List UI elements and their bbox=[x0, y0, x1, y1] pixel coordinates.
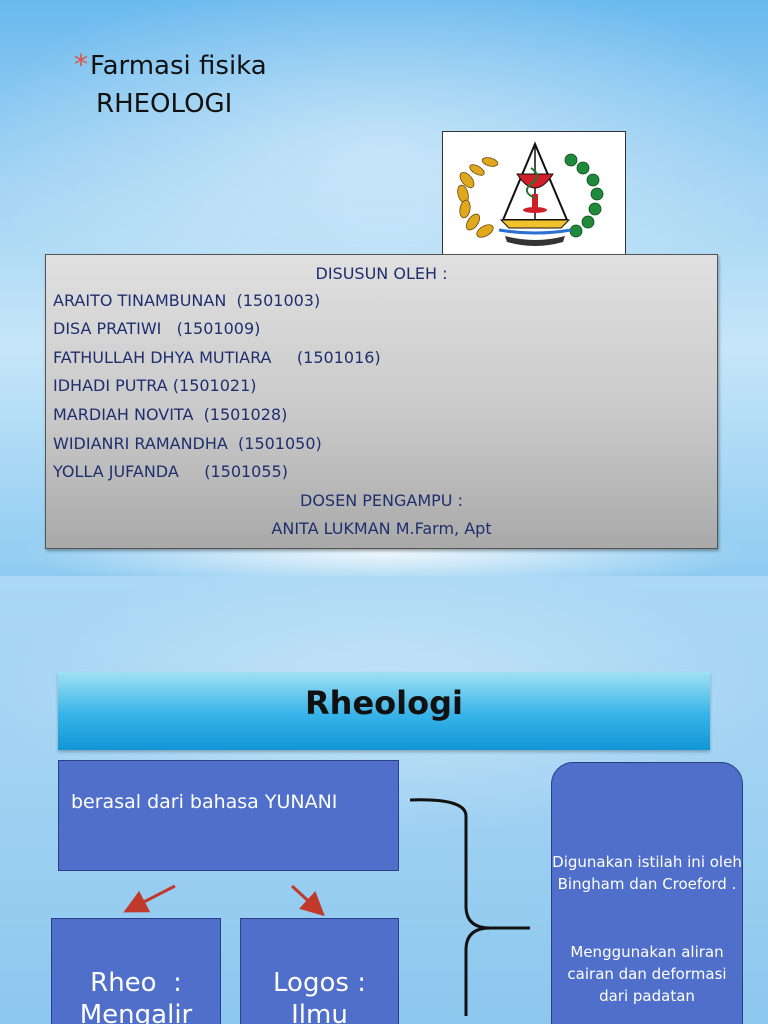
logos-text: Logos : Ilmu bbox=[273, 968, 366, 1024]
bullet-star: * bbox=[74, 48, 88, 81]
author-item: ARAITO TINAMBUNAN (1501003) bbox=[53, 291, 321, 310]
note-paragraph-2: Menggunakan aliran cairan dan deformasi … bbox=[567, 943, 727, 1005]
logos-box: Logos : Ilmu bbox=[240, 918, 399, 1024]
title-line-2: RHEOLOGI bbox=[96, 89, 233, 119]
author-item: YOLLA JUFANDA (1501055) bbox=[53, 462, 288, 481]
note-paragraph-1: Digunakan istilah ini oleh Bingham dan C… bbox=[552, 853, 742, 893]
slide-1: *Farmasi fisika RHEOLOGI bbox=[0, 0, 768, 576]
authors-panel: DISUSUN OLEH : ARAITO TINAMBUNAN (150100… bbox=[45, 254, 718, 549]
lecturer-heading: DOSEN PENGAMPU : bbox=[300, 491, 463, 510]
author-item: MARDIAH NOVITA (1501028) bbox=[53, 405, 288, 424]
author-item: WIDIANRI RAMANDHA (1501050) bbox=[53, 434, 322, 453]
author-item: FATHULLAH DHYA MUTIARA (1501016) bbox=[53, 348, 381, 367]
rheo-text: Rheo : Mengalir bbox=[79, 968, 193, 1024]
connectors bbox=[123, 798, 530, 1016]
origin-box: berasal dari bahasa YUNANI bbox=[58, 760, 399, 871]
arrow-right-icon bbox=[290, 884, 325, 917]
authors-heading: DISUSUN OLEH : bbox=[315, 264, 448, 283]
rheo-box: Rheo : Mengalir bbox=[51, 918, 221, 1024]
origin-text: berasal dari bahasa YUNANI bbox=[71, 791, 338, 813]
arrow-left-icon bbox=[123, 884, 176, 913]
slide-2: Rheologi berasal dari bahasa YUNANI Rheo… bbox=[0, 576, 768, 1024]
rheologi-title-bar: Rheologi bbox=[58, 672, 710, 750]
author-item: DISA PRATIWI (1501009) bbox=[53, 319, 261, 338]
seal-icon bbox=[457, 141, 604, 246]
note-box: Digunakan istilah ini oleh Bingham dan C… bbox=[551, 762, 743, 1024]
lecturer-name: ANITA LUKMAN M.Farm, Apt bbox=[271, 519, 492, 538]
slide-title: *Farmasi fisika RHEOLOGI bbox=[74, 46, 267, 123]
title-line-1: Farmasi fisika bbox=[90, 51, 267, 81]
author-item: IDHADI PUTRA (1501021) bbox=[53, 376, 257, 395]
brace-icon bbox=[409, 798, 491, 1016]
faculty-seal-logo bbox=[442, 131, 626, 255]
